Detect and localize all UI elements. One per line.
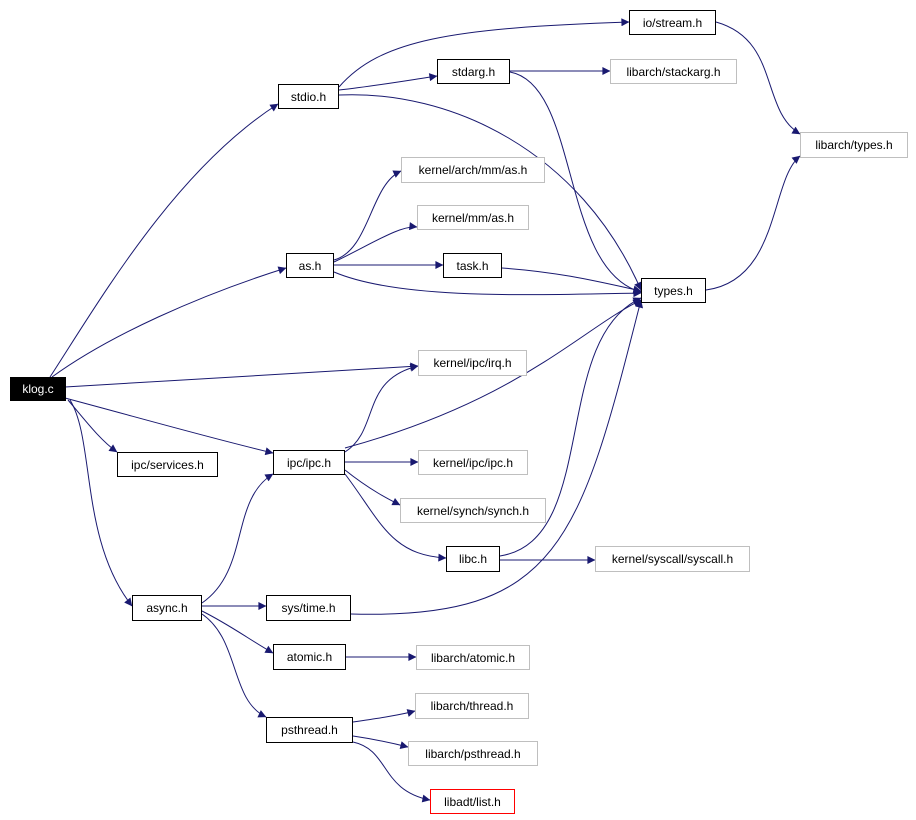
node-libarch-thread-h[interactable]: libarch/thread.h [415, 693, 529, 719]
edge-stdio-iostream [338, 18, 630, 88]
edge-psthread-libthread [352, 709, 416, 723]
node-libc-h[interactable]: libc.h [446, 546, 500, 572]
edge-klog-as [51, 266, 287, 378]
node-label: stdio.h [290, 89, 327, 104]
node-label: as.h [298, 258, 322, 273]
node-klog-c[interactable]: klog.c [10, 377, 66, 401]
node-async-h[interactable]: async.h [132, 595, 202, 621]
edge-psthread-libpsthread [352, 735, 409, 750]
edge-ipc-types [344, 299, 642, 449]
node-stdio-h[interactable]: stdio.h [278, 84, 339, 109]
node-label: types.h [654, 283, 693, 298]
node-io-stream-h[interactable]: io/stream.h [629, 10, 716, 35]
node-label: kernel/synch/synch.h [416, 503, 530, 518]
node-as-h[interactable]: as.h [286, 253, 334, 278]
node-label: kernel/arch/mm/as.h [418, 163, 528, 177]
node-kernel-ipc-irq-h[interactable]: kernel/ipc/irq.h [418, 350, 527, 376]
node-psthread-h[interactable]: psthread.h [266, 717, 353, 743]
node-libadt-list-h[interactable]: libadt/list.h [430, 789, 515, 814]
edge-ipc-libc [344, 473, 447, 562]
edge-iostream-libtypes [715, 21, 801, 135]
node-label: ipc/ipc.h [286, 455, 332, 470]
edge-stdarg-types [509, 71, 642, 294]
node-atomic-h[interactable]: atomic.h [273, 644, 346, 670]
node-kernel-ipc-ipc-h[interactable]: kernel/ipc/ipc.h [418, 450, 528, 475]
edge-systime-types [350, 299, 644, 615]
edge-psthread-list [352, 741, 431, 803]
node-kernel-mm-as-h[interactable]: kernel/mm/as.h [417, 205, 529, 230]
edge-async-atomic [201, 610, 274, 654]
node-label: kernel/mm/as.h [431, 210, 515, 225]
edge-klog-services [67, 399, 118, 453]
node-libarch-atomic-h[interactable]: libarch/atomic.h [416, 645, 530, 670]
edge-as-mmas [333, 222, 418, 263]
edge-async-ipc [201, 473, 274, 604]
edge-klog-async [69, 399, 133, 607]
node-libarch-psthread-h[interactable]: libarch/psthread.h [408, 741, 538, 766]
node-label: ipc/services.h [131, 457, 204, 472]
edge-stdio-stdarg [338, 73, 438, 91]
node-label: kernel/syscall/syscall.h [611, 552, 734, 566]
node-label: psthread.h [281, 723, 338, 737]
node-label: libarch/thread.h [430, 699, 514, 713]
node-label: libarch/atomic.h [430, 650, 516, 665]
node-label: kernel/ipc/irq.h [433, 356, 512, 370]
edge-task-types [501, 267, 642, 294]
node-task-h[interactable]: task.h [443, 253, 502, 278]
edge-klog-ipc [64, 397, 274, 456]
node-label: libarch/types.h [815, 138, 893, 152]
node-label: atomic.h [286, 650, 333, 664]
node-label: libc.h [458, 552, 487, 566]
edge-libc-types [499, 297, 642, 557]
node-types-h[interactable]: types.h [641, 278, 706, 303]
edge-klog-irq [64, 362, 419, 388]
node-label: libadt/list.h [444, 794, 501, 809]
node-kernel-synch-synch-h[interactable]: kernel/synch/synch.h [400, 498, 546, 523]
node-libarch-stackarg-h[interactable]: libarch/stackarg.h [610, 59, 737, 84]
node-label: io/stream.h [642, 15, 703, 30]
node-label: libarch/psthread.h [425, 746, 521, 761]
edge-ipc-synch [344, 469, 401, 506]
node-ipc-services-h[interactable]: ipc/services.h [117, 452, 218, 477]
node-stdarg-h[interactable]: stdarg.h [437, 59, 510, 84]
node-sys-time-h[interactable]: sys/time.h [266, 595, 351, 621]
node-label: stdarg.h [451, 64, 496, 79]
node-libarch-types-h[interactable]: libarch/types.h [800, 132, 908, 158]
edge-types-libtypes [705, 155, 801, 291]
edge-klog-stdio [49, 103, 279, 378]
edge-stdio-types [338, 94, 642, 291]
node-label: klog.c [22, 382, 54, 396]
node-label: async.h [146, 601, 188, 615]
node-ipc-ipc-h[interactable]: ipc/ipc.h [273, 450, 345, 475]
node-label: task.h [456, 258, 489, 273]
edge-as-types [333, 271, 642, 298]
edge-as-archmm [333, 170, 402, 261]
edge-ipc-irq [344, 363, 419, 453]
node-kernel-syscall-syscall-h[interactable]: kernel/syscall/syscall.h [595, 546, 750, 572]
node-label: sys/time.h [281, 601, 336, 615]
node-kernel-arch-mm-as-h[interactable]: kernel/arch/mm/as.h [401, 157, 545, 183]
node-label: libarch/stackarg.h [626, 64, 721, 79]
node-label: kernel/ipc/ipc.h [432, 455, 514, 470]
edge-async-psthread [201, 613, 267, 718]
